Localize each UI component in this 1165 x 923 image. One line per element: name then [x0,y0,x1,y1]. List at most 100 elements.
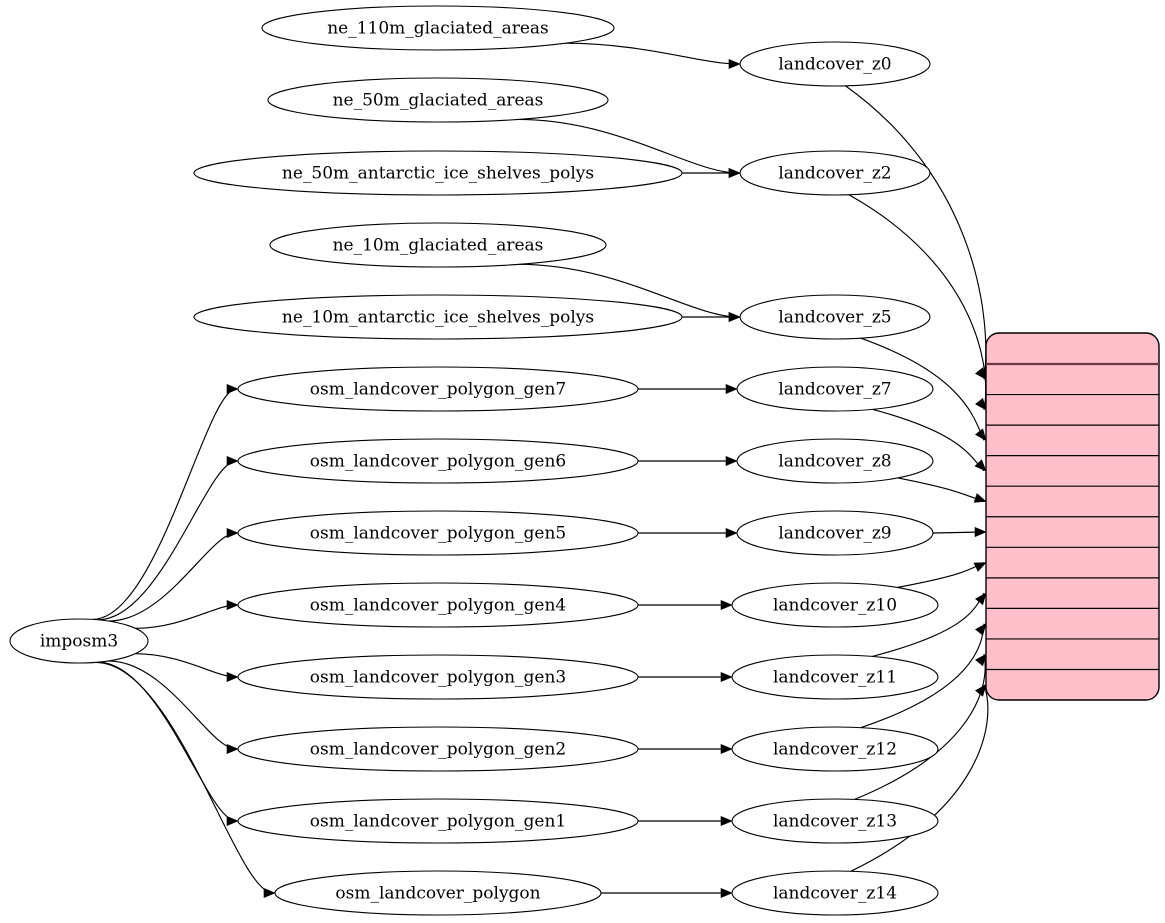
node-shape [269,222,607,268]
ne-node-ne_110m_glaciated_areas[interactable]: ne_110m_glaciated_areas [261,5,615,51]
osm-node-osm_landcover_polygon[interactable]: osm_landcover_polygon [274,870,602,916]
edge-osm_landcover_polygon_gen7--landcover_z7 [638,383,738,395]
osm-node-osm_landcover_polygon_gen5[interactable]: osm_landcover_polygon_gen5 [237,510,639,556]
osm-node-osm_landcover_polygon_gen4[interactable]: osm_landcover_polygon_gen4 [237,582,639,628]
node-shape [739,41,931,87]
edge-osm_landcover_polygon_gen3--landcover_z11 [638,671,733,683]
node-shape [731,798,939,844]
edge-line [108,660,237,750]
source-node-imposm3[interactable]: imposm3 [9,618,149,664]
edge-imposm3--osm_landcover_polygon_gen4 [135,599,239,629]
edge-line [897,562,985,589]
osm-node-osm_landcover_polygon_gen6[interactable]: osm_landcover_polygon_gen6 [237,438,639,484]
edge-imposm3--osm_landcover_polygon_gen7 [92,383,239,620]
landcover-node-landcover_z13[interactable]: landcover_z13 [731,798,939,844]
landcover-node-landcover_z0[interactable]: landcover_z0 [739,41,931,87]
edge-line [135,653,237,678]
layer-landcover-table[interactable] [985,332,1160,701]
node-shape [193,294,683,340]
edge-landcover_z11--row-z11 [871,592,987,658]
arrowhead-icon [226,815,239,827]
arrowhead-icon [975,623,987,636]
edge-imposm3--osm_landcover_polygon_gen5 [108,527,239,622]
landcover-node-landcover_z14[interactable]: landcover_z14 [731,870,939,916]
node-shape [739,150,931,196]
arrowhead-icon [728,58,741,70]
edge-ne_10m_antarctic_ice_shelves_polys--landcover_z5 [682,311,741,323]
node-label: ne_50m_glaciated_areas [333,91,544,111]
ne-node-ne_10m_antarctic_ice_shelves_polys[interactable]: ne_10m_antarctic_ice_shelves_polys [193,294,683,340]
edge-landcover_z5--row-z5-z6 [860,337,987,441]
node-label: landcover_z0 [778,55,891,75]
edge-imposm3--osm_landcover_polygon_gen1 [97,661,239,827]
edge-line [518,263,739,318]
osm-node-osm_landcover_polygon_gen1[interactable]: osm_landcover_polygon_gen1 [237,798,639,844]
arrowhead-icon [725,455,738,467]
landcover-node-landcover_z8[interactable]: landcover_z8 [736,438,934,484]
edge-line [92,388,237,620]
edge-imposm3--osm_landcover_polygon_gen6 [97,455,239,621]
ne-node-ne_50m_glaciated_areas[interactable]: ne_50m_glaciated_areas [267,77,609,123]
arrowhead-icon [975,592,987,606]
edges-layer [92,42,989,899]
osm-node-osm_landcover_polygon_gen7[interactable]: osm_landcover_polygon_gen7 [237,366,639,412]
landcover-node-landcover_z7[interactable]: landcover_z7 [736,366,934,412]
ne-node-ne_10m_glaciated_areas[interactable]: ne_10m_glaciated_areas [269,222,607,268]
landcover-node-landcover_z11[interactable]: landcover_z11 [731,654,939,700]
arrowhead-icon [720,671,733,683]
node-label: osm_landcover_polygon_gen2 [310,740,566,760]
edge-osm_landcover_polygon_gen2--landcover_z12 [638,743,733,755]
node-label: landcover_z8 [778,452,891,472]
node-shape [267,77,609,123]
edge-landcover_z12--row-z12 [860,623,987,729]
edge-landcover_z7--row-z7 [872,408,987,472]
node-label: imposm3 [40,632,118,652]
edge-osm_landcover_polygon_gen5--landcover_z9 [638,527,738,539]
node-shape [237,798,639,844]
ne-node-ne_50m_antarctic_ice_shelves_polys[interactable]: ne_50m_antarctic_ice_shelves_polys [193,150,683,196]
node-shape [237,654,639,700]
node-label: landcover_z5 [778,308,891,328]
edge-osm_landcover_polygon--landcover_z14 [601,887,733,899]
node-label: ne_10m_glaciated_areas [333,236,544,256]
edge-landcover_z10--row-z10 [897,562,987,589]
node-label: osm_landcover_polygon_gen7 [310,380,566,400]
osm-node-osm_landcover_polygon_gen3[interactable]: osm_landcover_polygon_gen3 [237,654,639,700]
node-shape [731,726,939,772]
node-shape [274,870,602,916]
node-label: ne_110m_glaciated_areas [327,19,549,39]
edge-line [97,460,237,621]
edge-line [135,604,237,629]
edge-line [850,684,989,872]
landcover-node-landcover_z12[interactable]: landcover_z12 [731,726,939,772]
edge-line [897,477,985,503]
landcover-node-landcover_z10[interactable]: landcover_z10 [731,582,939,628]
node-label: landcover_z2 [778,164,891,184]
arrowhead-icon [226,743,239,755]
edge-osm_landcover_polygon_gen6--landcover_z8 [638,455,738,467]
osm-node-osm_landcover_polygon_gen2[interactable]: osm_landcover_polygon_gen2 [237,726,639,772]
landcover-node-landcover_z9[interactable]: landcover_z9 [736,510,934,556]
arrowhead-icon [973,562,987,572]
node-label: osm_landcover_polygon_gen3 [310,668,566,688]
edge-ne_50m_antarctic_ice_shelves_polys--landcover_z2 [682,167,741,179]
node-label: landcover_z14 [773,884,897,904]
node-label: ne_10m_antarctic_ice_shelves_polys [282,308,594,328]
arrowhead-icon [973,493,987,503]
node-shape [736,510,934,556]
node-label: osm_landcover_polygon_gen5 [310,524,566,544]
node-label: landcover_z7 [778,380,891,400]
node-shape [237,726,639,772]
node-shape [237,582,639,628]
node-label: landcover_z12 [773,740,897,760]
node-label: osm_landcover_polygon_gen4 [310,596,566,616]
landcover-node-landcover_z5[interactable]: landcover_z5 [739,294,931,340]
arrowhead-icon [226,527,239,539]
node-label: osm_landcover_polygon_gen1 [310,812,566,832]
node-label: ne_50m_antarctic_ice_shelves_polys [282,164,594,184]
landcover-node-landcover_z2[interactable]: landcover_z2 [739,150,931,196]
edge-landcover_z9--row-z9 [932,526,987,538]
node-shape [193,150,683,196]
edge-line [565,42,739,65]
node-shape [731,870,939,916]
